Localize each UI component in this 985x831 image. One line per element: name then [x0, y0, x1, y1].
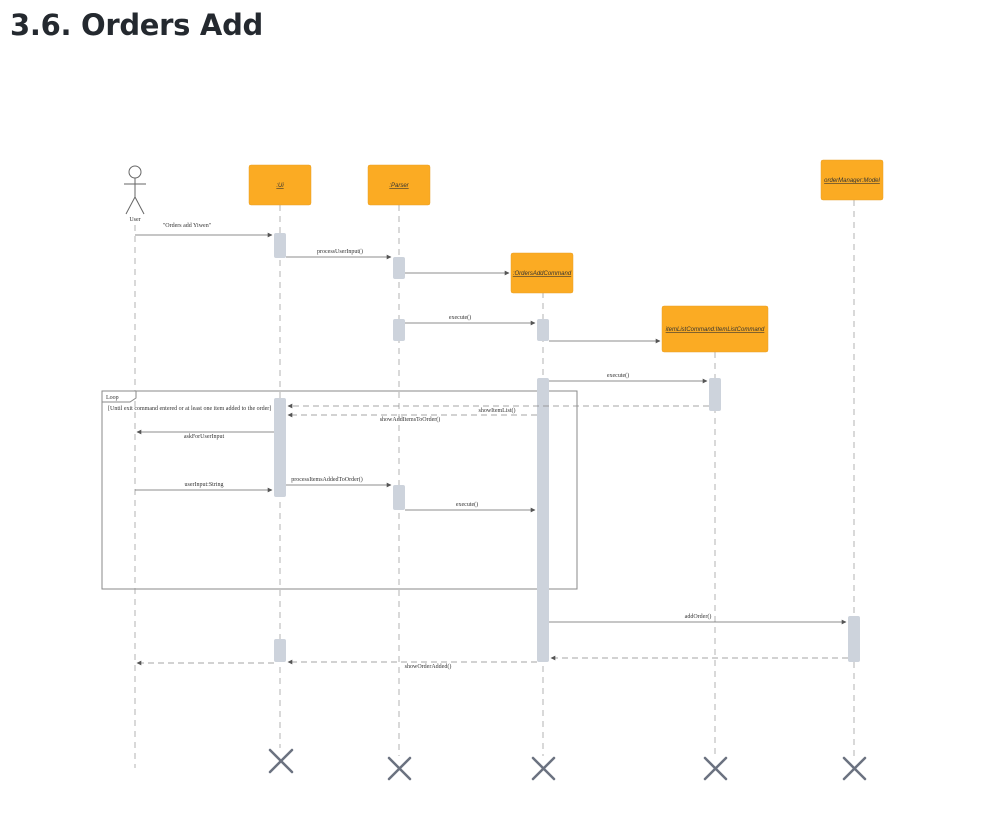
activation-order-manager: [848, 616, 860, 662]
destroy-x-icon: [268, 748, 294, 774]
message-label: showItemList(): [479, 407, 516, 414]
message-label: processUserInput(): [317, 248, 363, 255]
message-label: showAddItemsToOrder(): [380, 416, 441, 423]
message-label: addOrder(): [685, 613, 712, 620]
actor-user: User: [124, 165, 146, 223]
activation-ui-1: [274, 233, 286, 258]
message-label: askForUserInput: [184, 434, 225, 440]
message-label: processItemsAddedToOrder(): [291, 476, 363, 483]
loop-title: Loop: [106, 395, 119, 401]
activation-item-list-command: [709, 378, 721, 411]
participant-label-ui: :Ui: [276, 183, 284, 189]
participant-ui: :Ui: [248, 164, 312, 206]
participant-item-list-command: itemListCommand:ItemListCommand: [661, 305, 769, 353]
message-label: "Orders add Yiwen": [163, 223, 212, 229]
lifelines: [134, 200, 855, 768]
activations: [274, 233, 860, 662]
participant-label-item-list-command: itemListCommand:ItemListCommand: [666, 327, 765, 333]
activation-ui-3: [274, 639, 286, 662]
destroy-x-icon: [531, 756, 556, 781]
destroy-markers: [268, 748, 867, 781]
message-label: execute(): [449, 314, 471, 321]
participant-parser: :Parser: [367, 164, 431, 206]
loop-guard: [Until exit command entered or at least …: [108, 406, 271, 412]
destroy-x-icon: [842, 756, 867, 781]
destroy-x-icon: [703, 756, 728, 781]
participant-orders-add-command: :OrdersAddCommand: [510, 252, 574, 294]
participant-label-parser: :Parser: [389, 183, 409, 189]
activation-orders-add-command-2: [537, 378, 549, 662]
activation-parser-1: [393, 257, 405, 279]
participant-label-orders-add-command: :OrdersAddCommand: [513, 271, 572, 277]
message-label: execute(): [456, 501, 478, 508]
actor-label: User: [129, 217, 140, 223]
activation-orders-add-command-1: [537, 319, 549, 341]
participant-label-order-manager: orderManager:Model: [824, 178, 880, 184]
message-label: showOrderAdded(): [405, 663, 452, 670]
activation-ui-2: [274, 398, 286, 497]
messages: "Orders add Yiwen" processUserInput() ex…: [135, 223, 848, 670]
message-label: userInput:String: [185, 482, 224, 488]
activation-parser-2: [393, 319, 405, 341]
loop-fragment: Loop [Until exit command entered or at l…: [101, 390, 578, 590]
participant-order-manager: orderManager:Model: [820, 159, 884, 201]
page-title: 3.6. Orders Add: [10, 8, 263, 42]
destroy-x-icon: [387, 756, 412, 781]
stick-figure-icon: [124, 165, 146, 215]
message-label: execute(): [607, 372, 629, 379]
activation-parser-3: [393, 485, 405, 510]
